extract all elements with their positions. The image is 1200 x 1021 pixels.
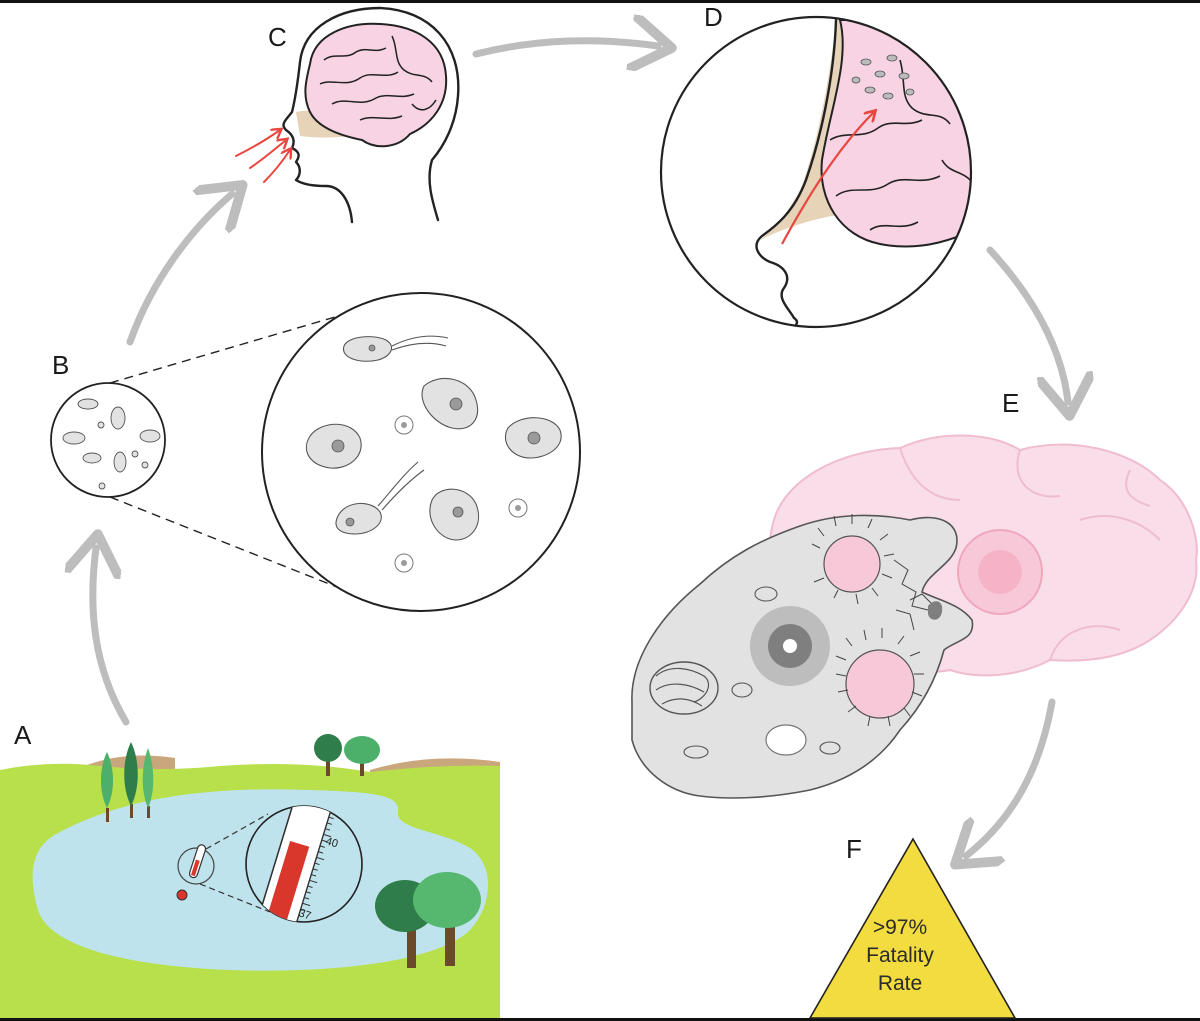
label-e: E (1002, 388, 1020, 418)
amoeba-vacuole (765, 724, 807, 756)
face-profile (755, 18, 838, 327)
water-sample (50, 311, 353, 594)
lake-scene: 40 37 (0, 734, 500, 1018)
fatality-word: Fatality (866, 944, 934, 967)
round-trees-back (314, 734, 380, 776)
infection-path-arrow (781, 112, 874, 245)
thermometer-low-reading: 37 (297, 907, 312, 922)
engulfed-cell-bottom (845, 649, 915, 719)
arrow-a-to-b (93, 548, 130, 726)
food-cup (928, 601, 943, 620)
label-d: D (704, 2, 723, 32)
arrow-d-to-e (986, 246, 1068, 402)
brain-infection (631, 434, 1198, 799)
label-f: F (846, 834, 862, 864)
fatality-percentage: >97% (872, 916, 928, 939)
fatality-triangle (808, 837, 1017, 1019)
head-outline (282, 6, 460, 224)
arrow-b-to-c (126, 194, 232, 346)
label-b: B (52, 350, 70, 380)
arrow-c-to-d (472, 41, 658, 54)
brain (304, 22, 448, 148)
nasal-passage-zoom (659, 15, 973, 329)
fatality-text: >97% Fatality Rate (840, 914, 960, 998)
bottom-border (0, 1018, 1200, 1021)
label-a: A (14, 720, 32, 750)
arrow-e-to-f (966, 698, 1056, 856)
cycle-arrows (93, 41, 1068, 856)
thermometer-high-reading: 40 (324, 835, 339, 850)
engulfed-cell-top (823, 535, 881, 593)
inhalation-arrows (235, 130, 290, 183)
rate-word: Rate (877, 972, 923, 995)
amoeba-zoom (261, 292, 581, 612)
label-c: C (268, 22, 287, 52)
thermometer-icon (176, 813, 271, 913)
cypress-trees (100, 742, 154, 822)
head-with-brain (235, 6, 460, 224)
round-trees-front (375, 872, 481, 968)
top-border (0, 0, 1200, 3)
